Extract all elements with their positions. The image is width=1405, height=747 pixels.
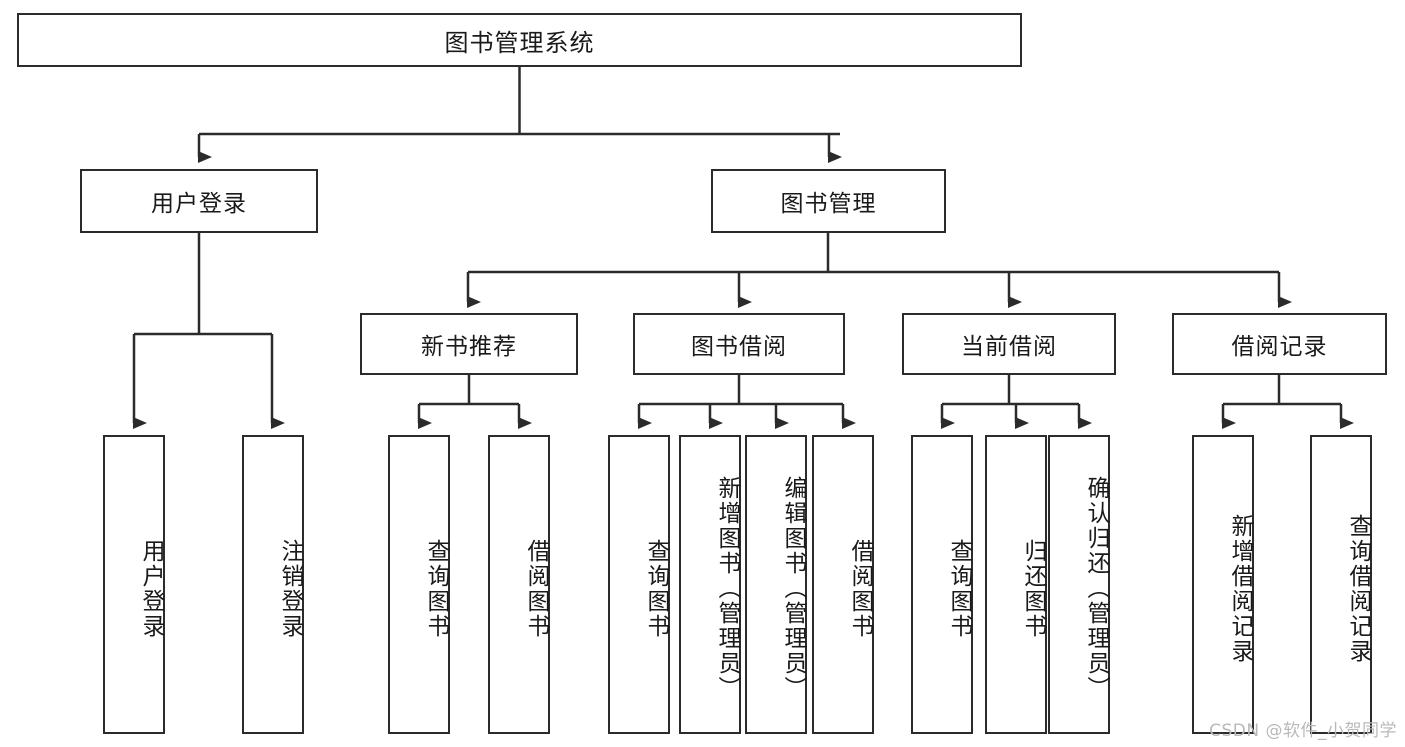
leaf-query-book-3[interactable]: 查询图书	[911, 435, 973, 734]
leaf-add-book-label: 新增图书（管理员）	[714, 476, 740, 701]
leaf-query-book-3-label: 查询图书	[946, 538, 972, 639]
node-borrow-record-label: 借阅记录	[1231, 334, 1328, 360]
leaf-borrow-book-1[interactable]: 借阅图书	[488, 435, 550, 734]
leaf-query-borrow-record-label: 查询借阅记录	[1345, 513, 1371, 664]
node-root-label: 图书管理系统	[444, 28, 595, 57]
node-current-borrow-label: 当前借阅	[961, 334, 1057, 360]
node-book-borrow[interactable]: 图书借阅	[633, 313, 845, 375]
node-user-login[interactable]: 用户登录	[80, 169, 318, 233]
leaf-edit-book[interactable]: 编辑图书（管理员）	[745, 435, 807, 734]
leaf-query-book-2-label: 查询图书	[643, 538, 669, 639]
leaf-add-borrow-record[interactable]: 新增借阅记录	[1192, 435, 1254, 734]
leaf-borrow-book-1-label: 借阅图书	[523, 538, 549, 639]
leaf-logout-label: 注销登录	[277, 538, 303, 639]
node-user-login-label: 用户登录	[151, 191, 247, 217]
node-book-management[interactable]: 图书管理	[711, 169, 946, 233]
node-current-borrow[interactable]: 当前借阅	[902, 313, 1116, 375]
leaf-logout[interactable]: 注销登录	[242, 435, 304, 734]
leaf-add-borrow-record-label: 新增借阅记录	[1227, 513, 1253, 664]
leaf-return-book[interactable]: 归还图书	[985, 435, 1047, 734]
node-book-borrow-label: 图书借阅	[691, 334, 787, 360]
node-root[interactable]: 图书管理系统	[17, 13, 1022, 67]
leaf-add-book[interactable]: 新增图书（管理员）	[679, 435, 741, 734]
node-new-book-recommend[interactable]: 新书推荐	[360, 313, 578, 375]
node-book-management-label: 图书管理	[780, 191, 877, 217]
csdn-watermark: CSDN @软件_小贺同学	[1209, 721, 1397, 741]
leaf-query-book-1-label: 查询图书	[423, 538, 449, 639]
leaf-query-book-2[interactable]: 查询图书	[608, 435, 670, 734]
leaf-confirm-return[interactable]: 确认归还（管理员）	[1048, 435, 1110, 734]
leaf-return-book-label: 归还图书	[1020, 538, 1046, 639]
leaf-user-login-label: 用户登录	[138, 538, 164, 639]
leaf-edit-book-label: 编辑图书（管理员）	[780, 476, 806, 701]
leaf-confirm-return-label: 确认归还（管理员）	[1083, 476, 1109, 701]
node-borrow-record[interactable]: 借阅记录	[1172, 313, 1387, 375]
node-new-book-recommend-label: 新书推荐	[421, 334, 517, 360]
leaf-query-book-1[interactable]: 查询图书	[388, 435, 450, 734]
leaf-borrow-book-2-label: 借阅图书	[847, 538, 873, 639]
leaf-query-borrow-record[interactable]: 查询借阅记录	[1310, 435, 1372, 734]
leaf-user-login[interactable]: 用户登录	[103, 435, 165, 734]
leaf-borrow-book-2[interactable]: 借阅图书	[812, 435, 874, 734]
